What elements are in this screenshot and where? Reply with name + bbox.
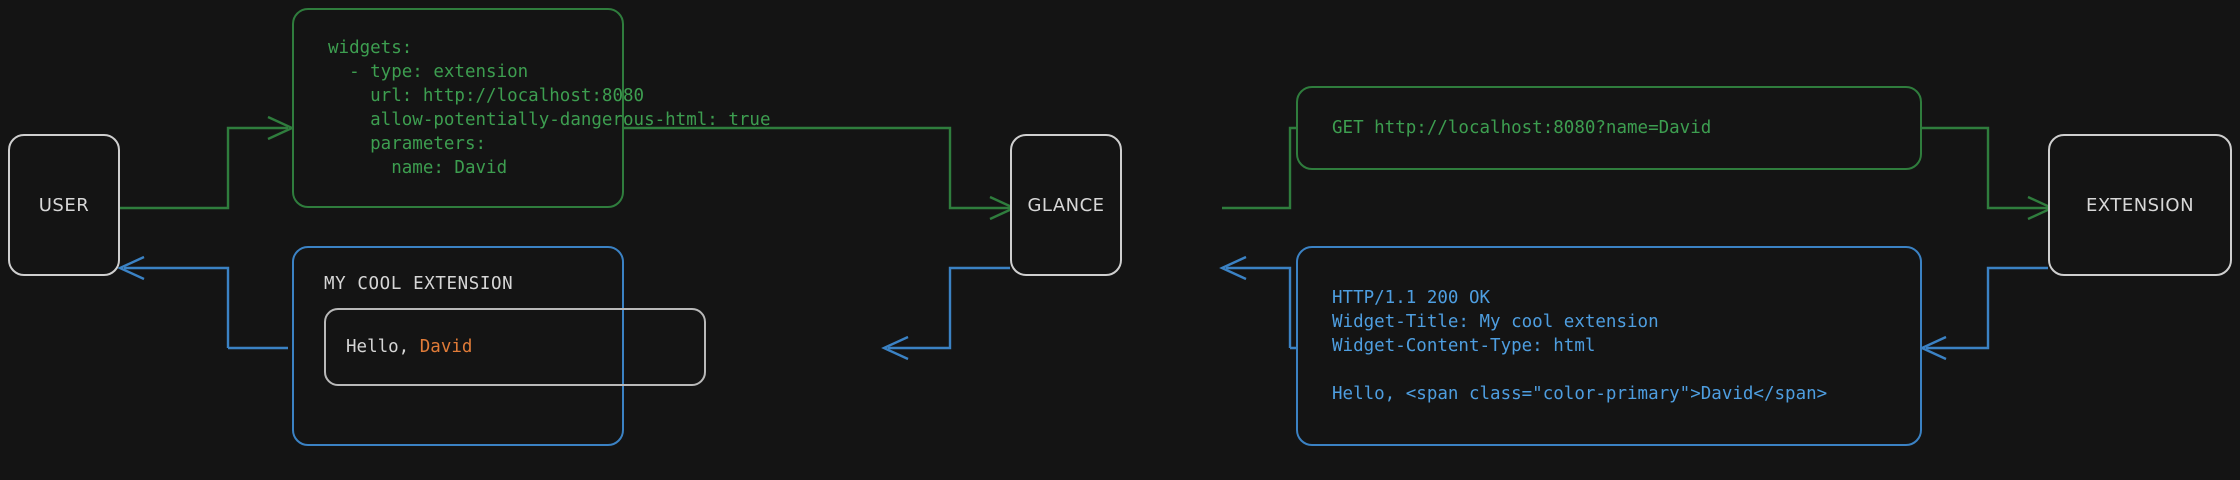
http-response-box: HTTP/1.1 200 OK Widget-Title: My cool ex… xyxy=(1296,246,1922,446)
http-request-code: GET http://localhost:8080?name=David xyxy=(1332,118,1712,138)
wire-user-to-config xyxy=(120,115,295,210)
widget-preview-title: MY COOL EXTENSION xyxy=(324,274,514,294)
http-request-box: GET http://localhost:8080?name=David xyxy=(1296,86,1922,170)
wire-extension-to-response xyxy=(1919,266,2048,361)
wire-widget-to-user xyxy=(117,255,288,350)
wire-glance-to-widget xyxy=(881,266,1010,361)
widget-preview-card: Hello, David xyxy=(324,308,706,386)
widget-preview-box: MY COOL EXTENSION Hello, David xyxy=(292,246,706,446)
wire-request-to-extension xyxy=(1922,126,2055,221)
node-extension-label: EXTENSION xyxy=(2085,194,2195,216)
config-yaml-box: widgets: - type: extension url: http://l… xyxy=(292,8,771,208)
http-response-code: HTTP/1.1 200 OK Widget-Title: My cool ex… xyxy=(1332,288,1828,404)
node-glance-label: GLANCE xyxy=(1027,194,1105,216)
widget-greeting-prefix: Hello, xyxy=(346,337,420,357)
node-extension[interactable]: EXTENSION xyxy=(2048,134,2232,276)
node-glance[interactable]: GLANCE xyxy=(1010,134,1122,276)
node-user-label: USER xyxy=(38,194,90,216)
node-user[interactable]: USER xyxy=(8,134,120,276)
config-yaml-code: widgets: - type: extension url: http://l… xyxy=(328,38,771,178)
widget-greeting-name: David xyxy=(419,337,473,357)
